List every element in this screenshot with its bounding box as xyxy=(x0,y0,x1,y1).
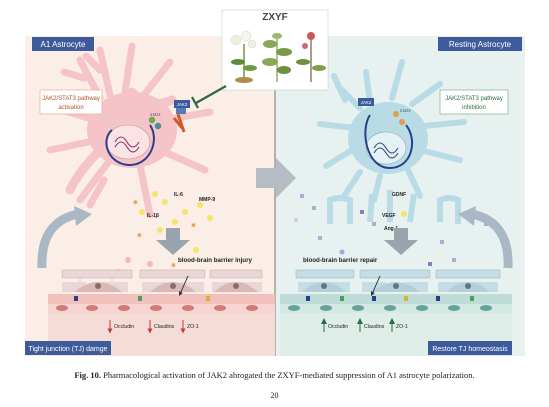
a1-stat3-dot-1 xyxy=(148,116,156,124)
cytokine-il1b: IL-1β xyxy=(147,213,159,219)
left-curved-arrow xyxy=(37,209,80,269)
right-tj-claudins: Claudins xyxy=(364,324,385,330)
left-header: A1 Astrocyte xyxy=(41,40,86,49)
a1-signal-arrow xyxy=(105,124,155,167)
factor-ang1: Ang-1 xyxy=(384,226,398,232)
a1-receptor xyxy=(174,100,190,108)
activation-box xyxy=(39,89,103,115)
a1-agonist-icon xyxy=(172,113,186,133)
svg-text:✷: ✷ xyxy=(170,261,177,270)
right-tj-occludin: Occludin xyxy=(328,324,348,330)
resting-stat3-dot-2 xyxy=(399,119,405,125)
page-number: 20 xyxy=(270,391,279,400)
herb-box xyxy=(221,9,329,91)
right-footer-box xyxy=(428,341,512,355)
a1-stat3-dot-2 xyxy=(154,122,162,130)
left-tj-claudins: Claudins xyxy=(154,324,175,330)
resting-receptor xyxy=(358,98,374,106)
right-down-arrow xyxy=(384,228,418,255)
resting-stat3-label: STAT3 xyxy=(400,109,410,113)
left-footer-box xyxy=(25,341,111,355)
svg-text:✷: ✷ xyxy=(136,231,143,240)
inhibition-line2: inhibition xyxy=(462,105,486,111)
figure-caption: Fig. 10. Pharmacological activation of J… xyxy=(0,370,549,380)
factor-gdnf: GDNF xyxy=(392,192,406,198)
left-down-arrow xyxy=(156,228,190,255)
herb-illustration-3 xyxy=(296,32,326,82)
activation-line1: JAK2/STAT3 pathway xyxy=(42,96,100,102)
left-tj-zo1: ZO-1 xyxy=(187,324,199,330)
right-curved-arrow xyxy=(470,209,513,269)
right-leak-arrow xyxy=(370,275,381,297)
left-pericytes xyxy=(74,282,258,292)
right-endothelial-cells xyxy=(288,305,492,311)
left-basement-membrane xyxy=(48,294,275,304)
left-header-box xyxy=(32,37,94,51)
caption-text: Pharmacological activation of JAK2 abrog… xyxy=(103,370,475,380)
left-tj-markers xyxy=(74,296,210,301)
a1-stat3-label: STAT3 xyxy=(150,113,160,117)
right-basement-membrane xyxy=(280,294,512,304)
inhibition-line1: JAK2/STAT3 pathway xyxy=(445,96,503,102)
center-transition-arrow xyxy=(256,158,296,198)
zxyf-inhibition-line xyxy=(195,85,227,104)
right-tj-zo1: ZO-1 xyxy=(396,324,408,330)
a1-nucleus xyxy=(105,124,151,160)
right-footer: Restore TJ homeostasis xyxy=(432,346,508,353)
cytokine-mmp9: MMP-9 xyxy=(199,197,215,203)
resting-signal-arrow xyxy=(364,114,414,170)
factor-vegf: VEGF xyxy=(382,213,396,219)
left-leak-arrow xyxy=(178,275,189,297)
left-footer: Tight junction (TJ) damge xyxy=(28,346,107,353)
left-tj-occludin: Occludin xyxy=(114,324,134,330)
resting-stat3-dot-1 xyxy=(393,111,399,117)
caption-label: Fig. 10. xyxy=(74,370,101,380)
resting-jak2-label: JAK2 xyxy=(361,100,372,105)
svg-text:✷: ✷ xyxy=(132,198,139,207)
cytokine-il6: IL-6 xyxy=(174,192,183,198)
resting-processes xyxy=(327,190,461,224)
a1-dna-icon xyxy=(114,136,140,153)
activation-line2: activation xyxy=(58,105,83,111)
right-header-box xyxy=(438,37,522,51)
cytokine-particles: ✷ ✷ ✷ ✷ xyxy=(115,191,213,275)
a1-jak2-label: JAK2 xyxy=(177,102,188,107)
inhibition-box xyxy=(439,89,509,115)
injury-label: blood-brain barrier injury xyxy=(178,257,252,264)
herb-illustration-2 xyxy=(262,33,292,82)
right-endothelium xyxy=(280,304,512,313)
repair-label: blood-brain barrier repair xyxy=(303,257,378,264)
left-endothelial-cells xyxy=(56,305,258,311)
herb-illustration-1 xyxy=(230,30,257,83)
right-header: Resting Astrocyte xyxy=(449,40,512,49)
resting-dna-icon xyxy=(373,142,399,159)
right-pericytes xyxy=(302,282,490,292)
zxyf-title: ZXYF xyxy=(262,12,288,23)
svg-text:✷: ✷ xyxy=(190,221,197,230)
right-tj-markers xyxy=(306,296,474,301)
